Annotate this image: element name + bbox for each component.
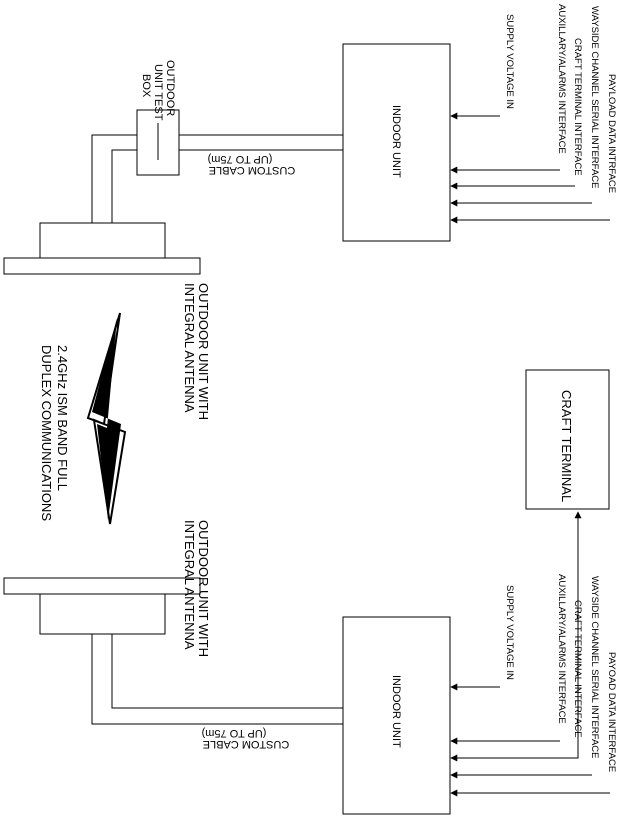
bottom-aux-label: AUXILLARY/ALARMS INTERFACE [556, 574, 567, 724]
top-craft-label: CRAFT TERMINAL INTERFACE [572, 38, 583, 176]
bottom-outdoor-label-1: OUTDOOR UNIT WITH [196, 520, 211, 657]
top-cable-2 [111, 149, 137, 223]
bottom-outdoor-unit [39, 593, 166, 635]
bottom-cable-1 [91, 634, 343, 725]
bottom-wayside-label: WAYSIDE CHANNEL SERIAL INTERFACE [589, 576, 600, 758]
bottom-antenna-plate [3, 577, 201, 595]
link-label-1: 2.4GHz ISM BAND FULL [55, 345, 70, 491]
test-box-label-1: OUTDOOR [164, 60, 176, 116]
bottom-cable-label-1: CUSTOM CABLE [203, 738, 290, 750]
bottom-payload-label: PAYOAD DATA INTERFACE [606, 652, 617, 772]
top-cable-label-2: (UP TO 75m) [208, 153, 273, 165]
test-box-label-2: UNIT TEST [152, 64, 164, 121]
test-box-label-3: BOX [140, 74, 152, 98]
link-label-2: DUPLEX COMMUNICATIONS [39, 345, 54, 521]
top-outdoor-label-2: INTEGRAL ANTENNA [182, 283, 197, 413]
top-cable-1 [91, 134, 137, 223]
top-aux-label: AUXILLARY/ALARMS INTERFACE [556, 4, 567, 154]
top-indoor-label: INDOOR UNIT [390, 105, 402, 178]
bottom-cable-label-2: (UP TO 75m) [202, 727, 267, 739]
bottom-indoor-unit [342, 616, 451, 815]
top-wayside-label: WAYSIDE CHANNEL SERIAL INTERFACE [589, 6, 600, 188]
top-outdoor-unit [39, 222, 166, 259]
top-supply-label: SUPPLY VOLTAGE IN [504, 14, 515, 109]
bottom-supply-label: SUPPLY VOLTAGE IN [504, 585, 515, 680]
top-outdoor-label-1: OUTDOOR UNIT WITH [196, 283, 211, 420]
bottom-craft-label: CRAFT TERMINAL INTERFACE [572, 600, 583, 738]
top-indoor-unit [342, 43, 451, 242]
craft-terminal [525, 369, 610, 510]
top-antenna-plate [3, 257, 201, 275]
lightning-bolt-icon [86, 312, 127, 525]
bottom-cable-2 [111, 634, 343, 709]
lightning-bolt-fill [92, 318, 121, 520]
top-payload-label: PAYLOAD DATA INTRFACE [606, 74, 617, 193]
craft-terminal-label: CRAFT TERMINAL [559, 390, 574, 502]
bottom-indoor-label: INDOOR UNIT [390, 675, 402, 748]
bottom-outdoor-label-2: INTEGRAL ANTENNA [182, 520, 197, 650]
top-cable-label-1: CUSTOM CABLE [209, 164, 296, 176]
